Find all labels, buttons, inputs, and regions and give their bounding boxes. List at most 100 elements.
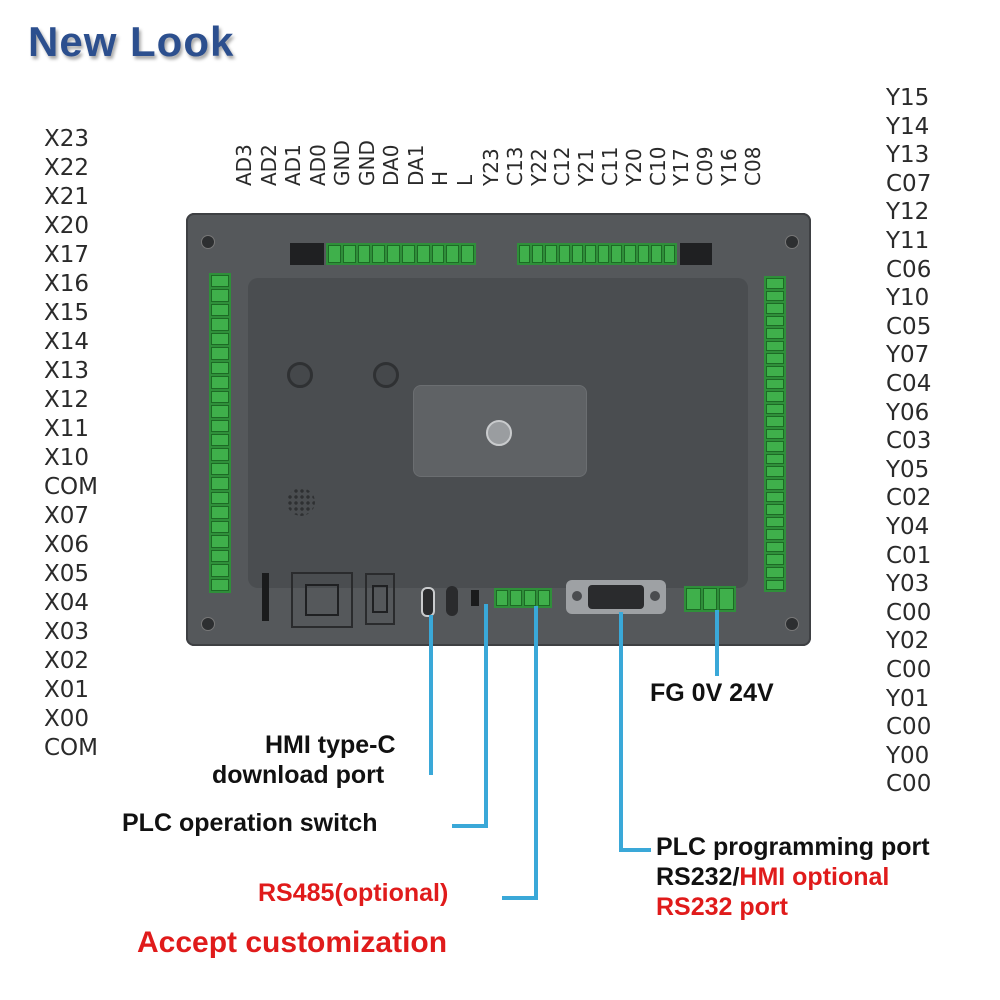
terminal-pin — [211, 390, 229, 404]
right-pin-label: C07 — [886, 170, 932, 197]
top-pin-label: DA0 — [379, 144, 403, 186]
terminal-pin — [558, 245, 570, 263]
terminal-pin — [611, 245, 623, 263]
right-pin-label: C06 — [886, 256, 932, 283]
center-screw-icon — [486, 420, 512, 446]
terminal-pin — [211, 419, 229, 432]
right-pin-label: Y10 — [886, 285, 930, 312]
top-pin-label: C13 — [502, 146, 527, 186]
terminal-pin — [766, 278, 784, 289]
terminal-pin — [519, 245, 531, 263]
terminal-pin — [211, 491, 229, 505]
left-pin-label: X23 — [44, 126, 90, 152]
right-pin-label: C00 — [886, 599, 932, 626]
terminal-pin — [211, 564, 229, 577]
left-pin-label: X01 — [44, 677, 90, 703]
top-pin-label: C08 — [740, 146, 765, 186]
top-terminal-block-outputs — [517, 243, 677, 265]
terminal-pin — [766, 453, 784, 465]
terminal-pin — [766, 529, 784, 540]
mounting-hole-icon — [373, 362, 399, 388]
terminal-pin — [431, 245, 445, 263]
callout-line-plc-port — [619, 612, 623, 852]
terminal-pin — [766, 504, 784, 515]
left-pin-label: X13 — [44, 358, 90, 384]
top-pin-label: AD3 — [232, 144, 256, 186]
buzzer-grille-icon — [287, 488, 315, 516]
left-pin-label: X22 — [44, 155, 90, 181]
terminal-pin — [211, 578, 229, 591]
left-pin-label: COM — [44, 735, 99, 761]
terminal-pin — [211, 318, 229, 331]
terminal-pin — [663, 245, 676, 263]
terminal-spacer — [680, 243, 712, 265]
callout-line-power — [715, 610, 719, 676]
left-terminal-block-inputs — [209, 273, 231, 593]
terminal-pin — [524, 590, 536, 606]
terminal-pin — [766, 403, 784, 415]
rs485-label: RS485(optional) — [258, 879, 449, 907]
terminal-pin — [719, 588, 735, 610]
top-pin-label: Y23 — [479, 148, 503, 186]
usb-port-frame — [365, 573, 395, 625]
terminal-pin — [211, 376, 229, 389]
plc-port-label-line2: RS232/HMI optional — [656, 863, 889, 892]
terminal-pin — [357, 245, 371, 263]
terminal-pin — [211, 535, 229, 548]
terminal-pin — [211, 361, 229, 375]
right-pin-label: C00 — [886, 714, 932, 741]
terminal-pin — [766, 315, 784, 327]
terminal-pin — [766, 541, 784, 553]
callout-line-switch — [484, 604, 488, 828]
terminal-pin — [328, 245, 341, 263]
db9-connector — [566, 580, 666, 614]
terminal-pin — [532, 245, 544, 263]
top-pin-label: Y17 — [669, 148, 694, 186]
terminal-pin — [211, 448, 229, 461]
plc-port-label-line1: PLC programming port — [656, 833, 930, 861]
left-pin-label: X06 — [44, 532, 90, 558]
callout-line-rs485 — [502, 896, 538, 900]
top-pin-label: Y20 — [621, 148, 646, 186]
right-pin-label: Y13 — [886, 142, 930, 169]
top-pin-label: C09 — [693, 146, 718, 186]
left-pin-label: COM — [44, 474, 99, 500]
callout-line-rs485 — [534, 606, 538, 900]
terminal-pin — [766, 303, 784, 314]
right-pin-label: Y05 — [886, 456, 930, 483]
top-pin-label: C12 — [550, 146, 575, 186]
terminal-pin — [446, 245, 460, 263]
terminal-pin — [766, 554, 784, 565]
top-terminal-block-analog — [326, 243, 476, 265]
right-pin-label: C00 — [886, 657, 932, 683]
left-pin-label: X16 — [44, 271, 90, 297]
left-pin-label: X07 — [44, 503, 90, 529]
right-pin-label: Y07 — [886, 342, 930, 369]
top-pin-label: DA1 — [403, 144, 428, 186]
rs485-terminal — [494, 588, 552, 608]
terminal-pin — [766, 466, 784, 477]
top-pin-label: C11 — [598, 146, 622, 186]
right-pin-label: Y11 — [886, 228, 930, 254]
callout-line-hmi — [429, 615, 433, 775]
usb-port-frame — [291, 572, 353, 628]
page-title: New Look — [28, 18, 235, 65]
terminal-pin — [766, 428, 784, 440]
terminal-pin — [766, 353, 784, 364]
right-terminal-block-outputs — [764, 276, 786, 592]
screw-icon — [785, 617, 799, 631]
terminal-pin — [766, 566, 784, 578]
terminal-pin — [211, 289, 229, 302]
terminal-pin — [496, 590, 508, 606]
terminal-pin — [416, 245, 430, 263]
terminal-pin — [211, 477, 229, 490]
power-terminal-label: FG 0V 24V — [650, 679, 774, 707]
terminal-pin — [766, 378, 784, 390]
right-pin-label: Y12 — [886, 199, 930, 226]
terminal-pin — [766, 365, 784, 377]
terminal-spacer — [290, 243, 324, 265]
left-pin-label: X03 — [44, 619, 90, 645]
type-c-port — [421, 587, 435, 617]
terminal-pin — [387, 245, 400, 263]
left-pin-label: X05 — [44, 561, 90, 587]
